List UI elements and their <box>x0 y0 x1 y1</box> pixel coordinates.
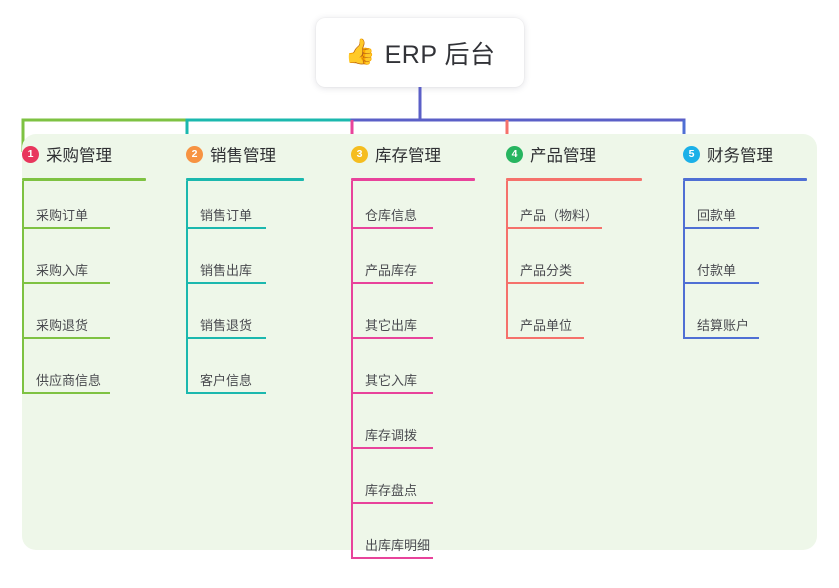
leaf-label: 产品库存 <box>365 263 418 278</box>
leaf-underline <box>186 337 266 339</box>
leaf-underline <box>22 227 110 229</box>
leaf-label: 其它出库 <box>365 318 418 333</box>
branch-spine <box>186 181 188 394</box>
leaf-node[interactable]: 销售退货 <box>186 309 286 339</box>
leaf-node[interactable]: 销售出库 <box>186 254 286 284</box>
leaf-label: 销售退货 <box>200 318 253 333</box>
branch-underline <box>506 178 642 181</box>
leaf-label: 采购入库 <box>36 263 89 278</box>
leaf-underline <box>186 282 266 284</box>
branch-spine <box>22 181 24 394</box>
branch-underline <box>683 178 807 181</box>
leaf-underline <box>351 337 433 339</box>
leaf-node[interactable]: 库存盘点 <box>351 474 453 504</box>
leaf-underline <box>506 282 584 284</box>
leaf-node[interactable]: 回款单 <box>683 199 779 229</box>
leaf-label: 销售出库 <box>200 263 253 278</box>
leaf-label: 销售订单 <box>200 208 253 223</box>
root-node-title: ERP 后台 <box>384 40 496 69</box>
leaf-underline <box>22 337 110 339</box>
leaf-underline <box>22 392 110 394</box>
branch-index-badge: 5 <box>683 145 700 163</box>
branch-index-badge: 4 <box>506 145 523 163</box>
leaf-underline <box>683 227 759 229</box>
leaf-underline <box>351 502 433 504</box>
leaf-underline <box>683 337 759 339</box>
leaf-label: 仓库信息 <box>365 208 418 223</box>
leaf-node[interactable]: 付款单 <box>683 254 779 284</box>
root-node-card[interactable]: 👍 ERP 后台 <box>316 18 524 87</box>
leaf-node[interactable]: 产品分类 <box>506 254 604 284</box>
leaf-underline <box>351 392 433 394</box>
branch-header-5[interactable]: 5 财务管理 <box>683 142 773 166</box>
branch-index-badge: 1 <box>22 145 39 163</box>
leaf-underline <box>351 557 433 559</box>
leaf-underline <box>22 282 110 284</box>
branch-title: 财务管理 <box>707 147 773 165</box>
leaf-underline <box>186 227 266 229</box>
branch-header-4[interactable]: 4 产品管理 <box>506 142 596 166</box>
leaf-underline <box>351 282 433 284</box>
branch-index-badge: 2 <box>186 145 203 163</box>
branch-spine <box>351 181 353 559</box>
thumbs-up-icon: 👍 <box>344 38 376 66</box>
branch-underline <box>351 178 475 181</box>
branch-index-badge: 3 <box>351 145 368 163</box>
leaf-node[interactable]: 产品库存 <box>351 254 453 284</box>
branch-underline <box>186 178 304 181</box>
branch-header-3[interactable]: 3 库存管理 <box>351 142 441 166</box>
branch-title: 库存管理 <box>375 147 441 165</box>
leaf-label: 结算账户 <box>697 318 750 333</box>
leaf-node[interactable]: 产品（物料） <box>506 199 622 229</box>
leaf-underline <box>186 392 266 394</box>
leaf-label: 库存盘点 <box>365 483 418 498</box>
branches-panel: 1 采购管理采购订单采购入库采购退货供应商信息 2 销售管理销售订单销售出库销售退货客… <box>22 134 817 559</box>
branch-title: 采购管理 <box>46 147 112 165</box>
leaf-label: 库存调拨 <box>365 428 418 443</box>
leaf-label: 付款单 <box>697 263 737 278</box>
leaf-underline <box>351 447 433 449</box>
leaf-label: 产品（物料） <box>520 208 599 223</box>
leaf-node[interactable]: 其它出库 <box>351 309 453 339</box>
leaf-node[interactable]: 产品单位 <box>506 309 604 339</box>
leaf-node[interactable]: 销售订单 <box>186 199 286 229</box>
leaf-node[interactable]: 采购退货 <box>22 309 130 339</box>
leaf-label: 其它入库 <box>365 373 418 388</box>
leaf-node[interactable]: 客户信息 <box>186 364 286 394</box>
branch-underline <box>22 178 146 181</box>
leaf-underline <box>506 227 602 229</box>
leaf-underline <box>351 227 433 229</box>
leaf-label: 供应商信息 <box>36 373 102 388</box>
branch-header-1[interactable]: 1 采购管理 <box>22 142 112 166</box>
branch-spine <box>683 181 685 339</box>
leaf-node[interactable]: 供应商信息 <box>22 364 130 394</box>
leaf-label: 采购订单 <box>36 208 89 223</box>
leaf-label: 出库库明细 <box>365 538 431 553</box>
leaf-node[interactable]: 结算账户 <box>683 309 779 339</box>
leaf-node[interactable]: 库存调拨 <box>351 419 453 449</box>
leaf-node[interactable]: 出库库明细 <box>351 529 453 559</box>
leaf-node[interactable]: 采购订单 <box>22 199 130 229</box>
leaf-label: 产品单位 <box>520 318 573 333</box>
branch-spine <box>506 181 508 339</box>
leaf-label: 产品分类 <box>520 263 573 278</box>
leaf-node[interactable]: 仓库信息 <box>351 199 453 229</box>
leaf-node[interactable]: 其它入库 <box>351 364 453 394</box>
leaf-label: 客户信息 <box>200 373 253 388</box>
leaf-label: 回款单 <box>697 208 737 223</box>
branch-title: 产品管理 <box>530 147 596 165</box>
leaf-underline <box>506 337 584 339</box>
leaf-underline <box>683 282 759 284</box>
branch-title: 销售管理 <box>210 147 276 165</box>
leaf-label: 采购退货 <box>36 318 89 333</box>
leaf-node[interactable]: 采购入库 <box>22 254 130 284</box>
branch-header-2[interactable]: 2 销售管理 <box>186 142 276 166</box>
